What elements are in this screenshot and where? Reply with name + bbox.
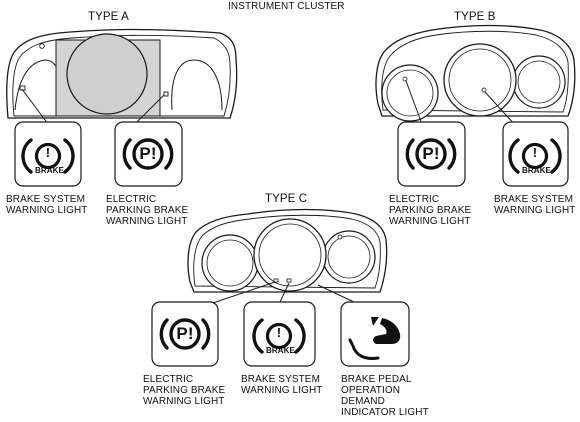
caption-line: PARKING BRAKE bbox=[106, 205, 189, 216]
caption-line: WARNING LIGHT bbox=[143, 396, 225, 407]
type-a-cluster bbox=[6, 28, 238, 187]
type-b-epb-caption: ELECTRIC PARKING BRAKE WARNING LIGHT bbox=[389, 194, 471, 227]
type-c-brake-exclamation-icon: ! bbox=[276, 325, 282, 340]
caption-line: BRAKE SYSTEM bbox=[6, 194, 85, 205]
caption-line: WARNING LIGHT bbox=[6, 205, 88, 216]
type-b-brake-system-caption: BRAKE SYSTEM WARNING LIGHT bbox=[494, 194, 576, 216]
type-a-epb-caption: ELECTRIC PARKING BRAKE WARNING LIGHT bbox=[106, 194, 188, 227]
type-c-epb-icon-text: P! bbox=[176, 324, 194, 343]
type-c-brake-icon-text: BRAKE bbox=[266, 346, 295, 355]
type-b-epb-icon-text: P! bbox=[422, 144, 440, 163]
type-c-brake-system-caption: BRAKE SYSTEM WARNING LIGHT bbox=[241, 374, 323, 396]
brake-pedal-icon bbox=[348, 317, 401, 360]
type-a-epb-icon-text: P! bbox=[139, 144, 157, 163]
type-c-epb-caption: ELECTRIC PARKING BRAKE WARNING LIGHT bbox=[143, 374, 225, 407]
type-b-brake-exclamation-icon: ! bbox=[532, 145, 538, 160]
caption-line: BRAKE SYSTEM bbox=[241, 374, 320, 385]
type-b-brake-icon-text: BRAKE bbox=[522, 166, 551, 175]
type-b-label: TYPE B bbox=[454, 11, 496, 23]
type-a-brake-system-caption: BRAKE SYSTEM WARNING LIGHT bbox=[6, 194, 88, 216]
caption-line: WARNING LIGHT bbox=[106, 216, 188, 227]
caption-line: BRAKE PEDAL bbox=[341, 374, 412, 385]
caption-line: WARNING LIGHT bbox=[494, 205, 576, 216]
caption-line: PARKING BRAKE bbox=[143, 385, 226, 396]
type-c-pedal-caption: BRAKE PEDAL OPERATION DEMAND INDICATOR L… bbox=[341, 374, 429, 418]
caption-line: ELECTRIC bbox=[389, 194, 440, 205]
type-c-cluster bbox=[151, 208, 410, 367]
caption-line: PARKING BRAKE bbox=[389, 205, 472, 216]
caption-line: DEMAND bbox=[341, 396, 385, 407]
type-c-label: TYPE C bbox=[265, 193, 308, 205]
caption-line: BRAKE SYSTEM bbox=[494, 194, 573, 205]
caption-line: INDICATOR LIGHT bbox=[341, 407, 429, 418]
caption-line: ELECTRIC bbox=[106, 194, 157, 205]
type-b-cluster bbox=[375, 24, 576, 187]
caption-line: ELECTRIC bbox=[143, 374, 194, 385]
type-a-label: TYPE A bbox=[88, 11, 129, 23]
type-a-brake-icon-text: BRAKE bbox=[35, 166, 64, 175]
caption-line: WARNING LIGHT bbox=[389, 216, 471, 227]
type-a-brake-exclamation-icon: ! bbox=[45, 145, 51, 160]
caption-line: OPERATION bbox=[341, 385, 401, 396]
caption-line: WARNING LIGHT bbox=[241, 385, 323, 396]
diagram-title: INSTRUMENT CLUSTER bbox=[228, 1, 345, 12]
